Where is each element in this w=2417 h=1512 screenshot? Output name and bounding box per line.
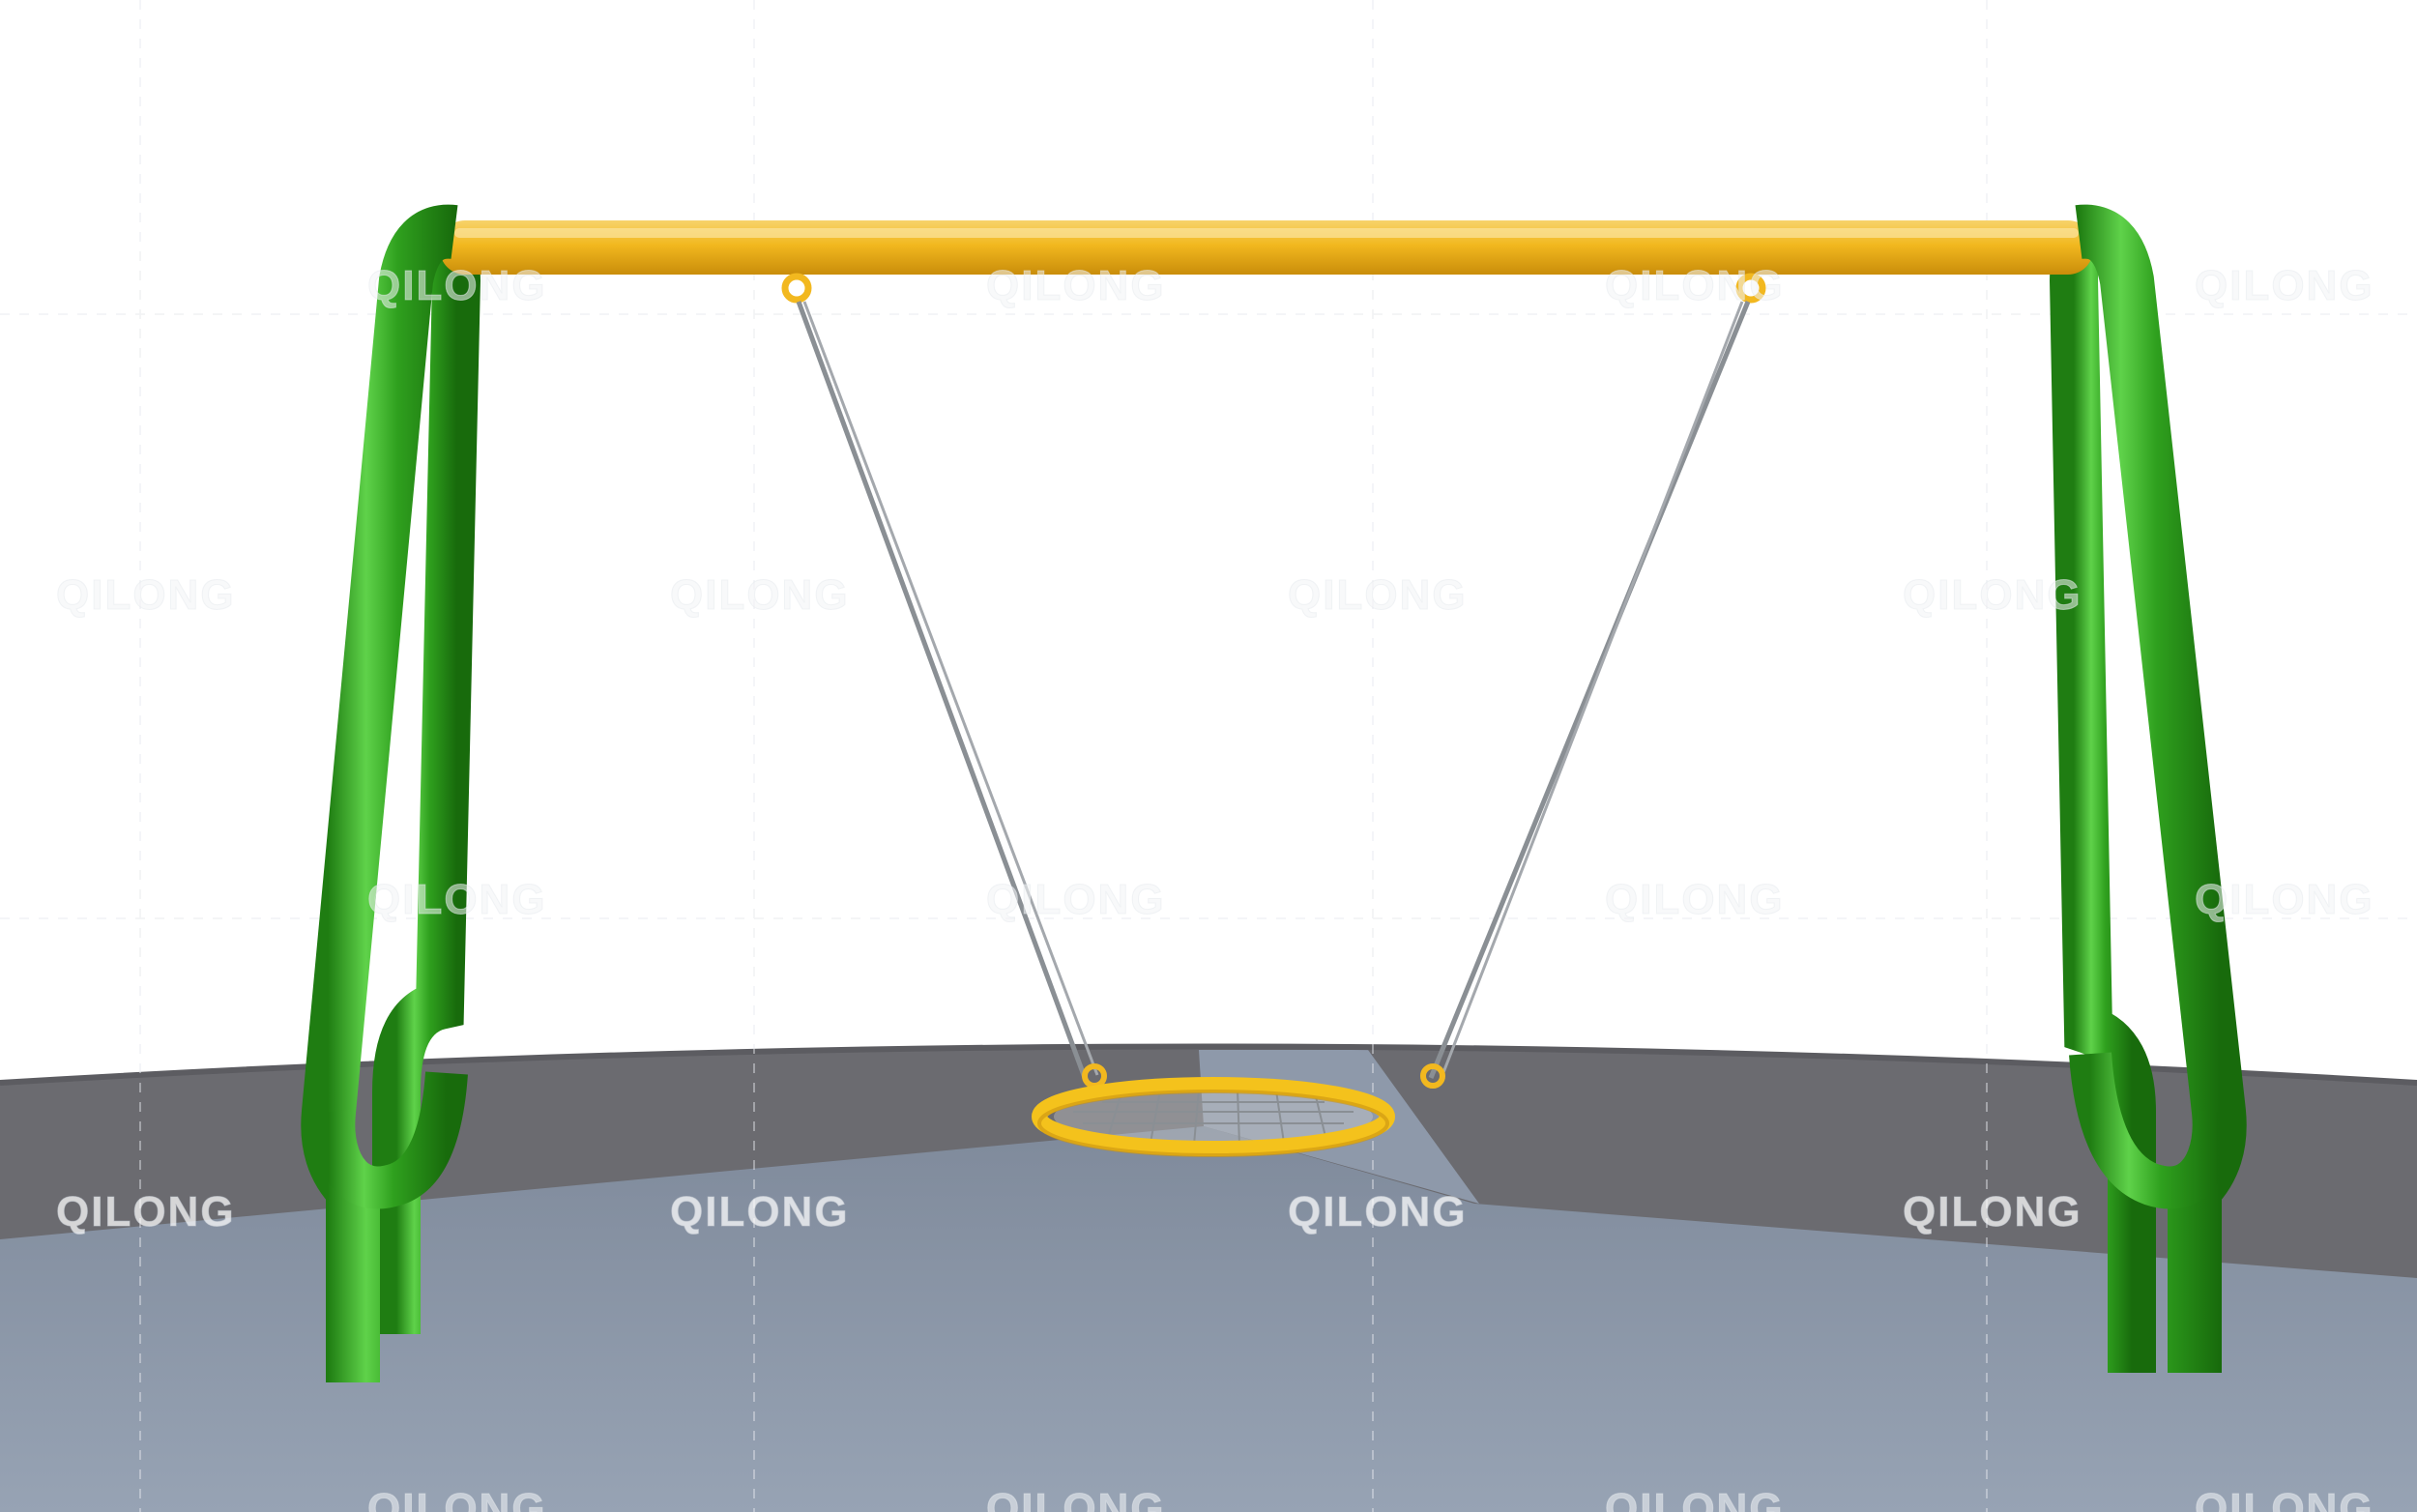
watermark: QILONG <box>367 262 547 309</box>
rope-left-inner <box>802 301 1099 1076</box>
right-loop-bottom <box>2069 1052 2240 1209</box>
watermark: QILONG <box>2195 1485 2374 1512</box>
watermark: QILONG <box>670 1188 850 1236</box>
left-loop-bottom <box>307 1071 468 1209</box>
watermark: QILONG <box>670 571 850 619</box>
watermark: QILONG <box>367 876 547 923</box>
watermark: QILONG <box>1903 571 2082 619</box>
top-bar-highlight <box>454 228 2079 238</box>
right-top-hook <box>1735 273 1766 304</box>
floor <box>0 1043 2417 1512</box>
watermark: QILONG <box>367 1485 547 1512</box>
floor-surface <box>0 1126 2417 1512</box>
nest-seat-ring <box>1032 1077 1395 1156</box>
watermark: QILONG <box>1605 876 1785 923</box>
front-frame-tubes <box>301 204 2247 1382</box>
watermark: QILONG <box>1288 571 1468 619</box>
rope-left-outer <box>796 301 1088 1079</box>
watermark: QILONG <box>986 876 1166 923</box>
floor-edge-highlight <box>0 1043 2417 1086</box>
top-bar <box>440 220 2093 275</box>
watermark: QILONG <box>2195 262 2374 309</box>
rope-right-inner <box>1441 301 1744 1076</box>
swing-suspension <box>781 273 1766 1089</box>
watermark: QILONG <box>2195 876 2374 923</box>
nest-seat-mesh <box>1073 1089 1354 1146</box>
watermark: QILONG <box>986 262 1166 309</box>
watermark: QILONG <box>986 1485 1166 1512</box>
nest-seat-ring-shadow <box>1037 1090 1389 1157</box>
watermarks: QILONG QILONG QILONG QILONG QILONG QILON… <box>56 262 2374 1512</box>
watermark: QILONG <box>1903 1188 2082 1236</box>
watermark: QILONG <box>1605 1485 1785 1512</box>
watermark: QILONG <box>1288 1188 1468 1236</box>
nest-seat <box>1032 1077 1395 1157</box>
watermark: QILONG <box>56 1188 236 1236</box>
left-top-hook <box>781 273 812 304</box>
watermark: QILONG <box>56 571 236 619</box>
rope-right-outer <box>1428 301 1751 1079</box>
watermark: QILONG <box>1605 262 1785 309</box>
right-seat-hook <box>1420 1063 1445 1089</box>
